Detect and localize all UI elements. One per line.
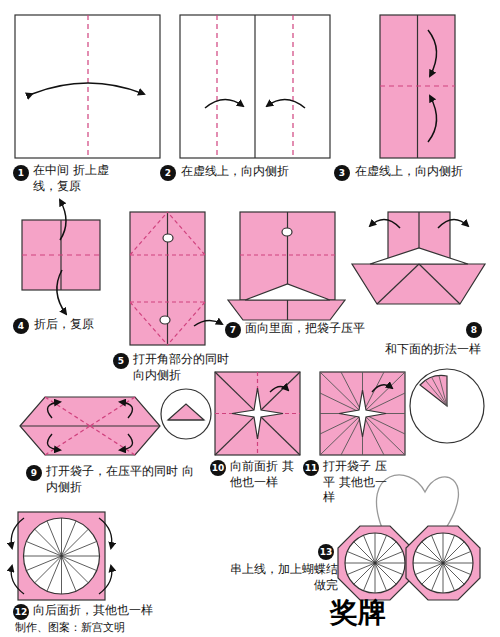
step-number: 5 (113, 353, 129, 369)
step-number: 8 (466, 322, 482, 338)
credit-note: 制作、图案：新宫文明 (15, 621, 215, 635)
step-number: 3 (334, 165, 350, 181)
step-number: 12 (13, 604, 29, 620)
step-number: 4 (13, 318, 29, 334)
step-number: 9 (26, 465, 42, 481)
step-number: 13 (318, 544, 334, 560)
step-instruction: 面向里面，把袋子压平 (245, 321, 371, 337)
step-instruction: 串上线，加上蝴蝶结 做完 (226, 562, 338, 593)
step-number: 2 (160, 165, 176, 181)
step-number: 7 (225, 322, 241, 338)
step-instruction: 向前面折 其他也一样 (230, 459, 296, 490)
step-instruction: 在中间 折上虚线，复原 (33, 163, 125, 194)
step-instruction: 在虚线上，向内侧折 (181, 164, 331, 180)
step-instruction: 和下面的折法一样 (385, 342, 495, 358)
step-number: 1 (13, 165, 29, 181)
step-instruction: 打开袋子，在压平的同时 向内侧折 (46, 464, 196, 495)
step-instruction: 折后，复原 (34, 317, 124, 333)
step-instruction: 在虚线上，向内侧折 (355, 164, 495, 180)
step-instruction: 打开角部分的同时 向内侧折 (133, 352, 241, 383)
step-number: 10 (210, 460, 226, 476)
step-instruction: 向后面折，其他也一样 (33, 603, 203, 619)
step-number: 11 (303, 460, 319, 476)
step-instruction: 打开袋子 压平 其他也一样 (323, 459, 389, 506)
diagram-title: 奖牌 (330, 598, 386, 629)
